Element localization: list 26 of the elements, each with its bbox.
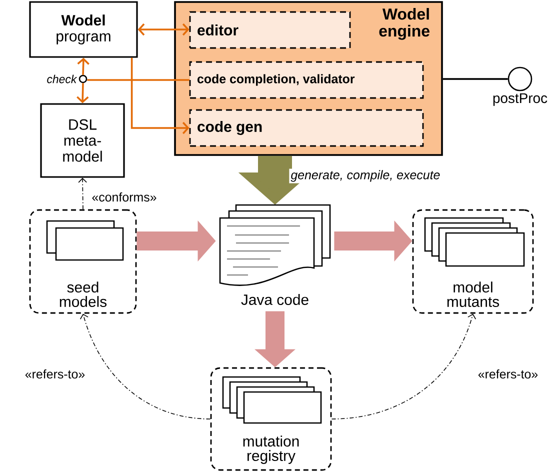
dependency-arrow	[331, 314, 476, 420]
connector-arrow	[77, 58, 90, 75]
connector-arrow	[76, 83, 89, 104]
component-box: editor	[189, 11, 351, 49]
junction-circle	[78, 74, 88, 84]
edge-label: «refers-to»	[23, 368, 87, 380]
check-label: check	[47, 74, 78, 84]
edge-label: «refers-to»	[476, 368, 540, 380]
document-group: Java code	[241, 294, 308, 305]
dependency-arrow	[80, 314, 211, 420]
connector-arrow	[130, 58, 190, 134]
edge-label: «conforms»	[90, 190, 158, 204]
component-box: code gen	[189, 109, 424, 147]
model-group: model mutants	[412, 209, 534, 314]
interface-circle	[508, 66, 532, 92]
connector-arrow	[138, 23, 190, 36]
model-group: seed models	[29, 209, 137, 314]
connector-line	[87, 79, 190, 81]
model-group: mutation registry	[210, 367, 332, 471]
program-box: Wodel program	[29, 1, 138, 58]
connector-line	[442, 78, 508, 80]
component-box: code completion, validator	[189, 61, 424, 99]
interface-label: postProc	[493, 93, 548, 106]
dependency-arrow	[78, 178, 87, 210]
edge-label: generate, compile, execute	[289, 168, 442, 184]
metamodel-box: DSL meta-model	[40, 103, 125, 178]
